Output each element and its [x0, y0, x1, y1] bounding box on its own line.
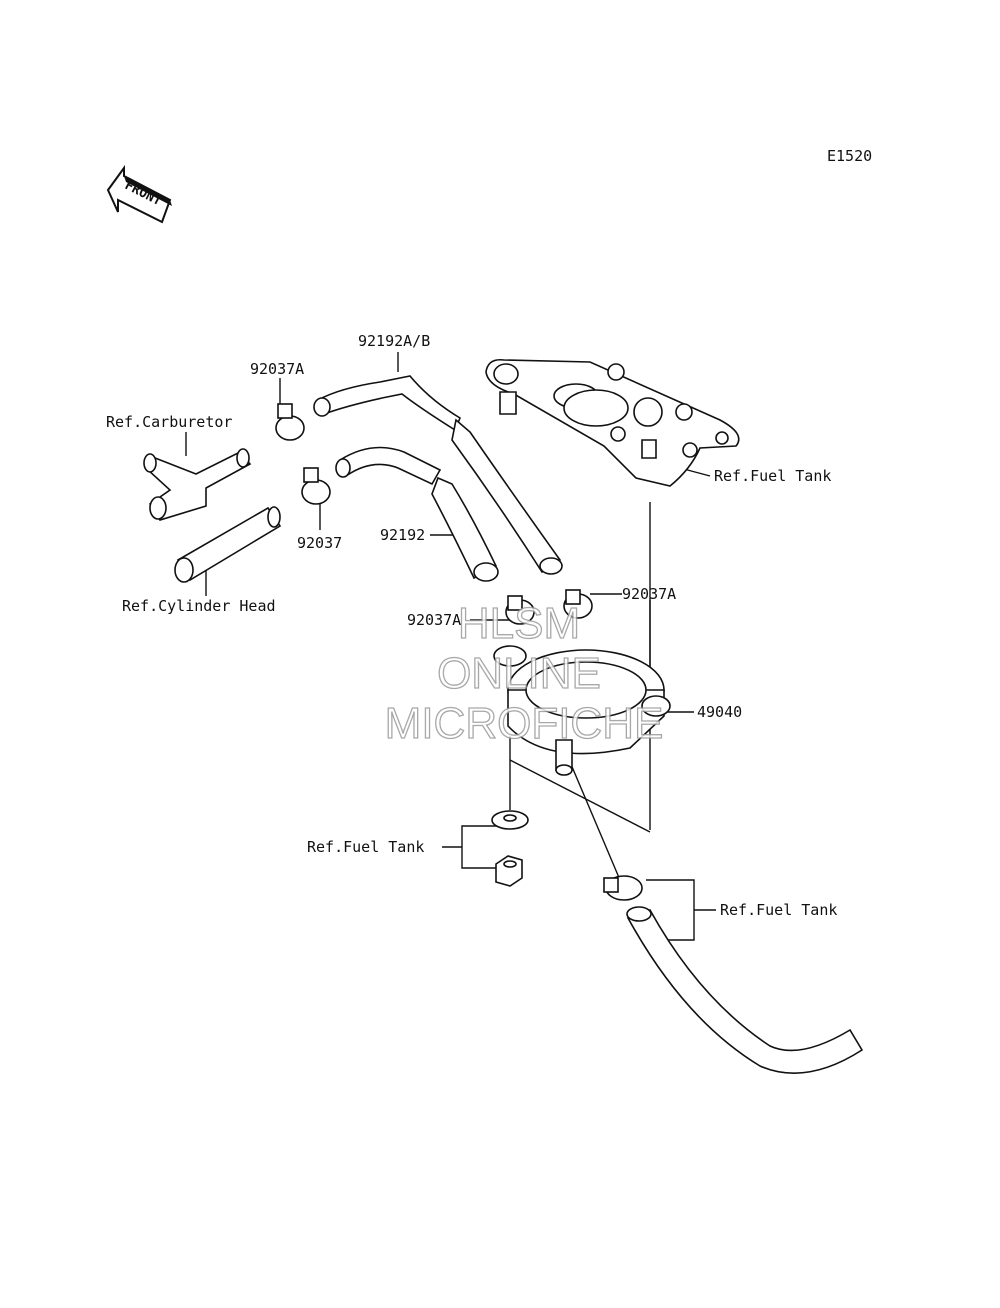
label-ref-cylinder-head: Ref.Cylinder Head [122, 597, 276, 615]
fuel-cock-49040 [493, 645, 671, 776]
clamp-92037 [301, 467, 331, 505]
front-arrow-icon: FRONT [106, 164, 172, 224]
watermark: HLSM ONLINE MICROFICHE [384, 598, 664, 748]
hose-92192ab [313, 375, 563, 575]
clamp-92037a-top [275, 403, 305, 441]
label-92037a-top: 92037A [250, 360, 304, 378]
label-92037a-left: 92037A [407, 611, 461, 629]
cylinder-head-fitting [174, 506, 282, 583]
label-92037a-right: 92037A [622, 585, 676, 603]
watermark-line-2: ONLINE [437, 649, 601, 698]
clamp-92037a-right [563, 589, 593, 619]
hose-bottom [626, 906, 864, 1074]
label-ref-fuel-tank-left: Ref.Fuel Tank [307, 838, 424, 856]
clamp-bottom [603, 875, 643, 901]
washer [491, 810, 529, 830]
label-ref-fuel-tank-top: Ref.Fuel Tank [714, 467, 831, 485]
watermark-line-1: HLSM [458, 599, 580, 648]
label-92037: 92037 [297, 534, 342, 552]
watermark-line-3: MICROFICHE [385, 699, 664, 748]
label-ref-fuel-tank-bottom: Ref.Fuel Tank [720, 901, 837, 919]
hose-92192 [335, 446, 499, 582]
clamp-92037a-left [505, 595, 535, 625]
label-49040: 49040 [697, 703, 742, 721]
diagram-code: E1520 [827, 147, 872, 165]
label-92192: 92192 [380, 526, 425, 544]
carburetor-fitting [143, 448, 252, 521]
label-ref-carburetor: Ref.Carburetor [106, 413, 232, 431]
fuel-tank-bracket [485, 358, 740, 487]
label-92192ab: 92192A/B [358, 332, 430, 350]
nut [495, 855, 523, 887]
